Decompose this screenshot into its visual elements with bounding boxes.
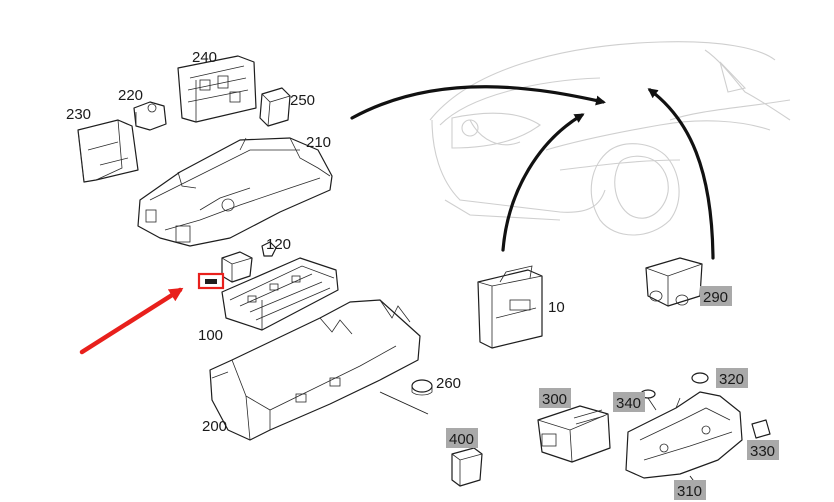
car-outline xyxy=(429,41,791,236)
highlight-320 xyxy=(716,368,748,388)
red-arrow-icon xyxy=(79,287,184,355)
part-240-board[interactable] xyxy=(177,55,257,123)
curved-arrow-icon xyxy=(350,85,606,120)
callout-210: 210 xyxy=(306,134,331,151)
highlight-340 xyxy=(613,392,645,412)
callout-100: 100 xyxy=(198,327,223,344)
callout-290: 290 xyxy=(703,289,728,306)
highlight-400 xyxy=(446,428,478,448)
part-120-small-part[interactable] xyxy=(261,241,277,257)
callout-220: 220 xyxy=(118,87,143,104)
callout-330: 330 xyxy=(750,443,775,460)
part-220-bracket[interactable] xyxy=(133,101,167,131)
callout-250: 250 xyxy=(290,92,315,109)
callout-230: 230 xyxy=(66,106,91,123)
callout-340: 340 xyxy=(616,395,641,412)
part-200-tray[interactable] xyxy=(209,299,421,441)
part-400-connector[interactable] xyxy=(451,447,483,487)
flow-arrows xyxy=(350,85,715,260)
red-box-marker-icon xyxy=(197,272,225,290)
curved-arrow-icon xyxy=(647,88,715,260)
callout-120: 120 xyxy=(266,236,291,253)
part-300-unit[interactable] xyxy=(537,405,611,463)
callout-310: 310 xyxy=(677,483,702,500)
callout-320: 320 xyxy=(719,371,744,388)
part-260-grommet[interactable] xyxy=(411,379,433,396)
callout-400: 400 xyxy=(449,431,474,448)
part-290-module[interactable] xyxy=(645,257,703,307)
highlight-330 xyxy=(747,440,779,460)
part-320-nut[interactable] xyxy=(691,372,709,384)
part-310-bracket[interactable] xyxy=(625,391,743,479)
part-250-relay[interactable] xyxy=(259,87,291,127)
curved-arrow-icon xyxy=(501,113,585,252)
callout-200: 200 xyxy=(202,418,227,435)
highlight-290 xyxy=(700,286,732,306)
highlight-310 xyxy=(674,480,706,500)
callout-240: 240 xyxy=(192,49,217,66)
callout-10: 10 xyxy=(548,299,565,316)
part-210-housing-cover[interactable] xyxy=(137,137,333,247)
part-10-control-unit[interactable] xyxy=(477,265,543,349)
callout-260: 260 xyxy=(436,375,461,392)
callout-300: 300 xyxy=(542,391,567,408)
callout-labels: 230 220 240 250 210 120 100 200 260 10 2… xyxy=(66,49,779,500)
part-100-fuse-box[interactable] xyxy=(221,251,339,331)
part-330-clip[interactable] xyxy=(751,419,771,439)
highlight-300 xyxy=(539,388,571,408)
leader-260 xyxy=(379,391,429,415)
part-230-cover[interactable] xyxy=(77,119,139,183)
